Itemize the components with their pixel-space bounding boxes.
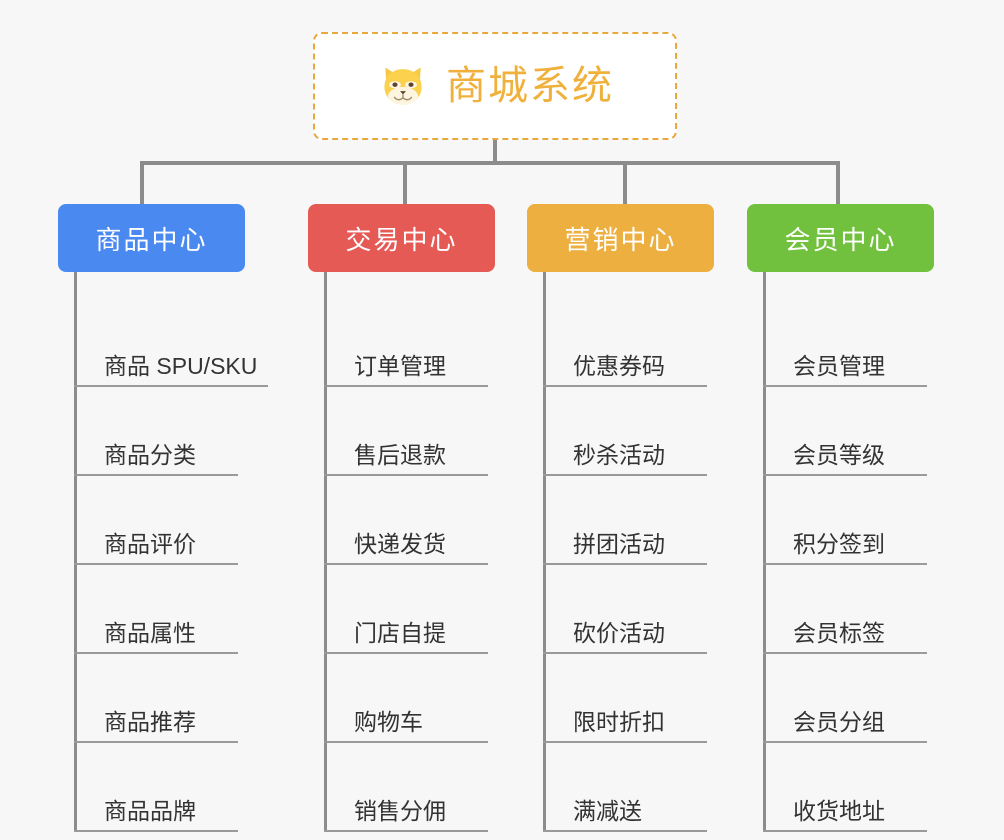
branch-spine-2: 订单管理 售后退款 快递发货 门店自提 购物车 销售分佣	[324, 272, 518, 832]
list-item[interactable]: 砍价活动	[543, 565, 737, 654]
leaf-label: 购物车	[324, 709, 488, 743]
leaf-label: 商品评价	[74, 531, 238, 565]
branch-spine-1: 商品 SPU/SKU 商品分类 商品评价 商品属性 商品推荐 商品品牌	[74, 272, 268, 832]
root-stem-connector	[493, 140, 497, 163]
leaf-label: 商品推荐	[74, 709, 238, 743]
leaf-label: 限时折扣	[543, 709, 707, 743]
list-item[interactable]: 商品评价	[74, 476, 268, 565]
list-item[interactable]: 优惠券码	[543, 298, 737, 387]
leaf-label: 售后退款	[324, 442, 488, 476]
list-item[interactable]: 收货地址	[763, 743, 957, 832]
list-item[interactable]: 秒杀活动	[543, 387, 737, 476]
leaf-label: 快递发货	[324, 531, 488, 565]
leaf-label: 收货地址	[763, 798, 927, 832]
leaf-label: 会员分组	[763, 709, 927, 743]
category-label-1: 商品中心	[95, 224, 208, 255]
list-item[interactable]: 商品品牌	[74, 743, 268, 832]
leaf-label: 会员等级	[763, 442, 927, 476]
leaf-label: 会员管理	[763, 353, 927, 387]
list-item[interactable]: 会员等级	[763, 387, 957, 476]
leaf-label: 商品分类	[74, 442, 238, 476]
category-label-4: 会员中心	[784, 224, 897, 255]
branch-drop-connector-4	[836, 161, 840, 204]
leaf-label: 门店自提	[324, 620, 488, 654]
horizontal-bus-connector	[140, 161, 840, 165]
leaf-label: 商品 SPU/SKU	[74, 353, 268, 387]
branch-drop-connector-2	[403, 161, 407, 204]
leaf-label: 满减送	[543, 798, 707, 832]
branch-drop-connector-3	[623, 161, 627, 204]
root-title: 商城系统	[446, 64, 614, 108]
category-box-2[interactable]: 交易中心	[308, 204, 495, 272]
list-item[interactable]: 限时折扣	[543, 654, 737, 743]
list-item[interactable]: 商品分类	[74, 387, 268, 476]
list-item[interactable]: 满减送	[543, 743, 737, 832]
leaf-label: 拼团活动	[543, 531, 707, 565]
leaf-label: 商品属性	[74, 620, 238, 654]
category-label-3: 营销中心	[564, 224, 677, 255]
list-item[interactable]: 商品推荐	[74, 654, 268, 743]
list-item[interactable]: 商品属性	[74, 565, 268, 654]
branch-spine-4: 会员管理 会员等级 积分签到 会员标签 会员分组 收货地址	[763, 272, 957, 832]
root-node-shop-system[interactable]: 商城系统	[313, 32, 677, 140]
leaf-label: 销售分佣	[324, 798, 488, 832]
leaf-label: 砍价活动	[543, 620, 707, 654]
branch-column-3: 营销中心 优惠券码 秒杀活动 拼团活动 砍价活动 限时折扣 满减送	[527, 204, 737, 832]
leaf-label: 会员标签	[763, 620, 927, 654]
category-label-2: 交易中心	[345, 224, 458, 255]
list-item[interactable]: 销售分佣	[324, 743, 518, 832]
list-item[interactable]: 门店自提	[324, 565, 518, 654]
list-item[interactable]: 商品 SPU/SKU	[74, 298, 268, 387]
branch-column-4: 会员中心 会员管理 会员等级 积分签到 会员标签 会员分组 收货地址	[747, 204, 957, 832]
list-item[interactable]: 会员标签	[763, 565, 957, 654]
shiba-dog-face-icon	[384, 67, 422, 105]
list-item[interactable]: 订单管理	[324, 298, 518, 387]
list-item[interactable]: 售后退款	[324, 387, 518, 476]
list-item[interactable]: 会员分组	[763, 654, 957, 743]
list-item[interactable]: 会员管理	[763, 298, 957, 387]
category-box-4[interactable]: 会员中心	[747, 204, 934, 272]
leaf-label: 秒杀活动	[543, 442, 707, 476]
list-item[interactable]: 积分签到	[763, 476, 957, 565]
branch-spine-3: 优惠券码 秒杀活动 拼团活动 砍价活动 限时折扣 满减送	[543, 272, 737, 832]
branch-column-2: 交易中心 订单管理 售后退款 快递发货 门店自提 购物车 销售分佣	[308, 204, 518, 832]
branch-drop-connector-1	[140, 161, 144, 204]
list-item[interactable]: 购物车	[324, 654, 518, 743]
category-box-3[interactable]: 营销中心	[527, 204, 714, 272]
leaf-label: 积分签到	[763, 531, 927, 565]
list-item[interactable]: 拼团活动	[543, 476, 737, 565]
leaf-label: 优惠券码	[543, 353, 707, 387]
leaf-label: 订单管理	[324, 353, 488, 387]
branch-column-1: 商品中心 商品 SPU/SKU 商品分类 商品评价 商品属性 商品推荐 商品品牌	[58, 204, 268, 832]
category-box-1[interactable]: 商品中心	[58, 204, 245, 272]
list-item[interactable]: 快递发货	[324, 476, 518, 565]
leaf-label: 商品品牌	[74, 798, 238, 832]
